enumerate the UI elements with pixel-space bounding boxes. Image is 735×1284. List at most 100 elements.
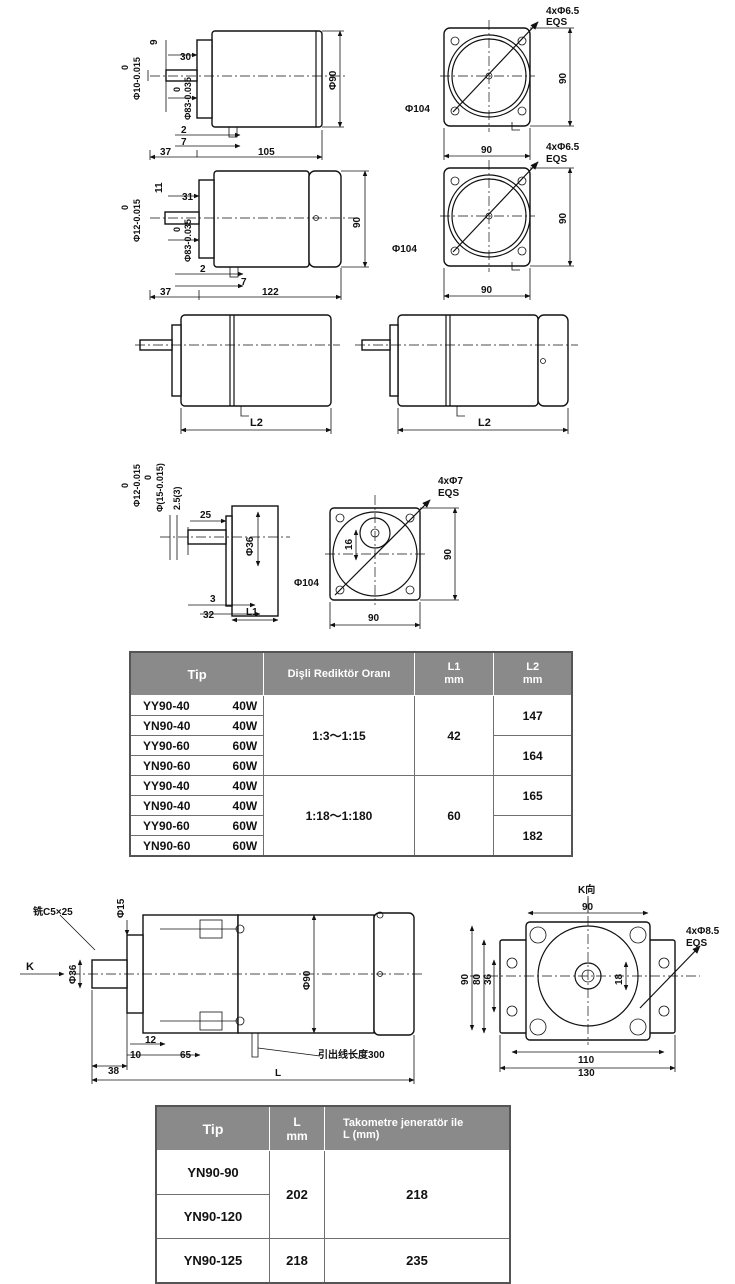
- d4-dim-0b: 0: [143, 475, 153, 480]
- d4-dim-phi36: Φ36: [245, 536, 256, 556]
- d1-dim-9: 9: [149, 39, 160, 45]
- drawing2-side-view: 11 31 0 Φ12-0.015 0 Φ83-0.035 90 2 7 37 …: [120, 170, 369, 300]
- d2-dim-7: 7: [241, 277, 247, 288]
- d2-dim-0a: 0: [120, 205, 130, 210]
- table2-cell-l: 218: [269, 1238, 325, 1284]
- d2-dim-phi12: Φ12-0.015: [132, 199, 142, 242]
- table1-header-l1: L1 mm: [413, 651, 495, 696]
- d5-dim-90-v: 90: [460, 973, 471, 985]
- d5-label-k: K: [26, 961, 34, 973]
- d2-dim-4xphi65: 4xΦ6.5: [546, 142, 580, 153]
- table1-header-ratio: Dişli Rediktör Oranı: [263, 651, 415, 696]
- table2-header-tacho: Takometre jeneratör ile L (mm): [324, 1105, 511, 1151]
- d1-dim-2: 2: [181, 125, 187, 136]
- d5-dim-110: 110: [578, 1055, 595, 1066]
- table-row: YN90-90 202 218: [155, 1150, 511, 1239]
- d1-dim-phi10: Φ10-0.015: [132, 57, 142, 100]
- table2-cell-tacho: 235: [324, 1238, 511, 1284]
- d1-dim-105: 105: [258, 147, 275, 158]
- table2-cell-l: 202: [269, 1150, 325, 1239]
- table2-cell-model: YN90-90: [155, 1150, 270, 1195]
- d5-dim-phi90: Φ90: [302, 970, 313, 990]
- d2-dim-37: 37: [160, 287, 172, 298]
- table1-header-tip: Tip: [129, 651, 265, 696]
- d4-dim-phi104: Φ104: [294, 578, 319, 589]
- d5-label-lead-wire: 引出线长度300: [318, 1048, 385, 1061]
- d4-dim-90-v: 90: [443, 548, 454, 560]
- drawing1-side-view: 30 9 0 Φ10-0.015 0 Φ83-0.035 Φ90 2 7 37 …: [120, 30, 345, 160]
- table2-header-l: L mm: [269, 1105, 325, 1151]
- d1-dim-30: 30: [180, 52, 192, 63]
- d1-dim-phi90: Φ90: [328, 70, 339, 90]
- table1-cell-l2: 165: [493, 775, 573, 816]
- table1-header-l2: L2 mm: [493, 651, 573, 696]
- drawing2-front-view: 4xΦ6.5 EQS Φ104 90 90: [392, 142, 580, 300]
- d4-dim-32: 32: [203, 610, 215, 621]
- d5-label-k-view: K向: [578, 883, 595, 896]
- table1-cell-ratio: 1:18～1:180: [263, 775, 415, 857]
- d1-dim-90-v: 90: [558, 72, 569, 84]
- d2-dim-90-h: 90: [481, 285, 493, 296]
- d1-dim-0b: 0: [172, 87, 182, 92]
- d5-dim-eqs: EQS: [686, 938, 707, 949]
- d3-label-l2-left: L2: [250, 417, 263, 429]
- table2-header-tip: Tip: [155, 1105, 270, 1151]
- d5-dim-4xphi85: 4xΦ8.5: [686, 926, 720, 937]
- d5-dim-10: 10: [130, 1050, 142, 1061]
- table1-cell-ratio: 1:3～1:15: [263, 695, 415, 776]
- d5-dim-38: 38: [108, 1066, 120, 1077]
- table-row: YN90-120: [155, 1194, 510, 1239]
- d4-dim-eqs: EQS: [438, 488, 459, 499]
- d5-dim-c5x25: 铣C5×25: [33, 905, 73, 918]
- drawing4-side-view: 0 Φ12-0.015 0 Φ(15-0.015) 2.5(3) 25 Φ36 …: [120, 463, 290, 623]
- d2-dim-90-v: 90: [558, 212, 569, 224]
- drawing5-side-view: 铣C5×25 Φ15 Φ36 K Φ90 12 10 65 38 L 引出线长度…: [20, 898, 425, 1084]
- d1-dim-eqs: EQS: [546, 17, 567, 28]
- d1-dim-90-h: 90: [481, 145, 493, 156]
- d2-dim-eqs: EQS: [546, 154, 567, 165]
- d5-dim-phi15: Φ15: [116, 898, 127, 918]
- d5-dim-36-v: 36: [483, 973, 494, 985]
- d2-dim-0b: 0: [172, 227, 182, 232]
- table1-cell-l2: 182: [493, 815, 573, 857]
- drawing4-front-view: 4xΦ7 EQS 16 90 Φ104 90: [294, 476, 463, 629]
- drawing3-right-view: L2: [355, 314, 578, 434]
- d5-dim-130: 130: [578, 1068, 595, 1079]
- table2-cell-tacho: 218: [324, 1150, 511, 1239]
- d4-dim-phi12: Φ12-0.015: [132, 464, 142, 507]
- d1-dim-37: 37: [160, 147, 172, 158]
- d4-dim-25: 25: [200, 510, 212, 521]
- d4-dim-phi15: Φ(15-0.015): [155, 463, 165, 512]
- d4-dim-0a: 0: [120, 483, 130, 488]
- d3-label-l2-right: L2: [478, 417, 491, 429]
- table1-cell-l1: 60: [413, 775, 495, 857]
- spec-table-tachometer: Tip L mm Takometre jeneratör ile L (mm) …: [155, 1105, 511, 1284]
- d1-dim-4xphi65: 4xΦ6.5: [546, 6, 580, 17]
- drawing5-front-view: K向 90 4xΦ8.5 EQS 90 80 36 18 110 130: [460, 883, 720, 1079]
- drawing1-front-view: 4xΦ6.5 EQS Φ104 90 90: [405, 6, 580, 160]
- d2-dim-phi104: Φ104: [392, 244, 417, 255]
- d2-dim-2: 2: [200, 264, 206, 275]
- spec-table-gear-ratio: Tip Dişli Rediktör Oranı L1 mm L2 mm YY9…: [129, 651, 573, 857]
- d4-dim-2-5: 2.5(3): [172, 486, 182, 510]
- d1-dim-0a: 0: [120, 65, 130, 70]
- table-row: YN90-125 218 235: [155, 1238, 511, 1284]
- table1-cell-l1: 42: [413, 695, 495, 776]
- d5-dim-90-top: 90: [582, 902, 594, 913]
- table2-cell-model: YN90-120: [155, 1194, 270, 1239]
- d2-dim-phi83: Φ83-0.035: [183, 219, 193, 262]
